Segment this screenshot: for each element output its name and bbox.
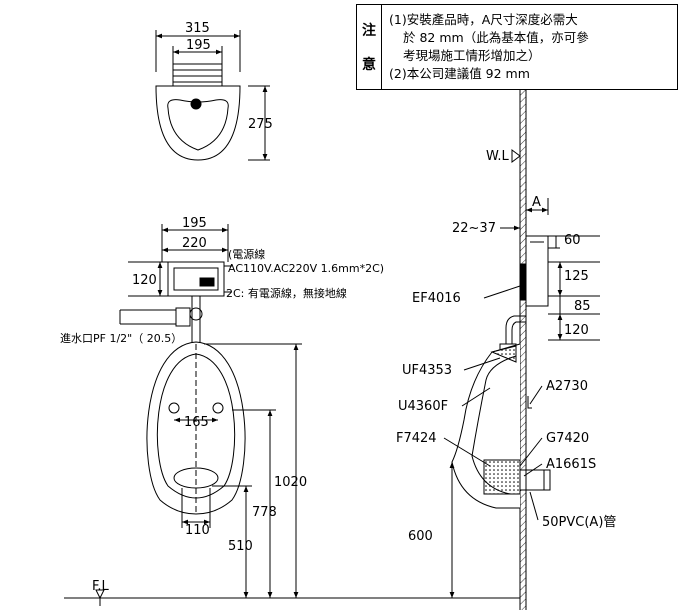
notice-box: 注 意 (1)安裝產品時，A尺寸深度必需大 於 82 mm（此為基本值，亦可參 … (356, 4, 678, 90)
notice-line-2: 於 82 mm（此為基本值，亦可參 (403, 30, 589, 45)
dim-120-label: 120 (564, 323, 589, 338)
part-pvc-pipe-label: 50PVC(A)管 (542, 515, 616, 530)
top-height-label: 275 (248, 117, 273, 132)
power-spec-label: AC110V.AC220V 1.6mm*2C) (228, 262, 384, 275)
dim-85-label: 85 (574, 299, 591, 314)
dim-60-label: 60 (564, 233, 581, 248)
part-u4360f-label: U4360F (398, 399, 448, 414)
notice-heading-char-1: 注 (362, 23, 376, 39)
height-inlet-label: 1020 (274, 475, 307, 490)
part-g7420-label: G7420 (546, 431, 589, 446)
outlet-width-label: 110 (185, 523, 210, 538)
wall-range-label: 22~37 (452, 221, 496, 236)
hole-spacing-label: 165 (184, 415, 209, 430)
notice-heading: 注 意 (357, 5, 382, 89)
front-view (64, 224, 320, 606)
notice-body: (1)安裝產品時，A尺寸深度必需大 於 82 mm（此為基本值，亦可參 考現場施… (389, 11, 673, 83)
dim-125-label: 125 (564, 269, 589, 284)
box-height-label: 120 (132, 273, 157, 288)
part-f7424-label: F7424 (396, 431, 437, 446)
a-dimension-label: A (532, 195, 541, 210)
top-inner-width-label: 195 (186, 38, 211, 53)
water-line-label: W.L (486, 149, 509, 164)
notice-line-4: (2)本公司建議值 92 mm (389, 66, 530, 81)
top-width-label: 315 (185, 21, 210, 36)
notice-heading-char-2: 意 (362, 57, 376, 73)
side-view (320, 90, 600, 610)
notice-line-3: 考現場施工情形增加之） (403, 48, 541, 63)
inlet-label: 進水口PF 1/2"（ 20.5） (60, 332, 182, 345)
power-line-label: (電源線 (228, 247, 265, 261)
front-width-b-label: 220 (182, 236, 207, 251)
part-a1661s-label: A1661S (546, 457, 596, 472)
dim-600-label: 600 (408, 529, 433, 544)
front-width-a-label: 195 (182, 216, 207, 231)
top-view (155, 30, 270, 161)
part-ef4016-label: EF4016 (412, 291, 461, 306)
part-uf4353-label: UF4353 (402, 363, 452, 378)
part-a2730-label: A2730 (546, 379, 588, 394)
power-note-label: 2C: 有電源線，無接地線 (226, 286, 347, 300)
height-mid-label: 778 (252, 505, 277, 520)
floor-level-label: F.L (92, 579, 110, 594)
height-outlet-label: 510 (228, 539, 253, 554)
notice-line-1: (1)安裝產品時，A尺寸深度必需大 (389, 12, 578, 27)
